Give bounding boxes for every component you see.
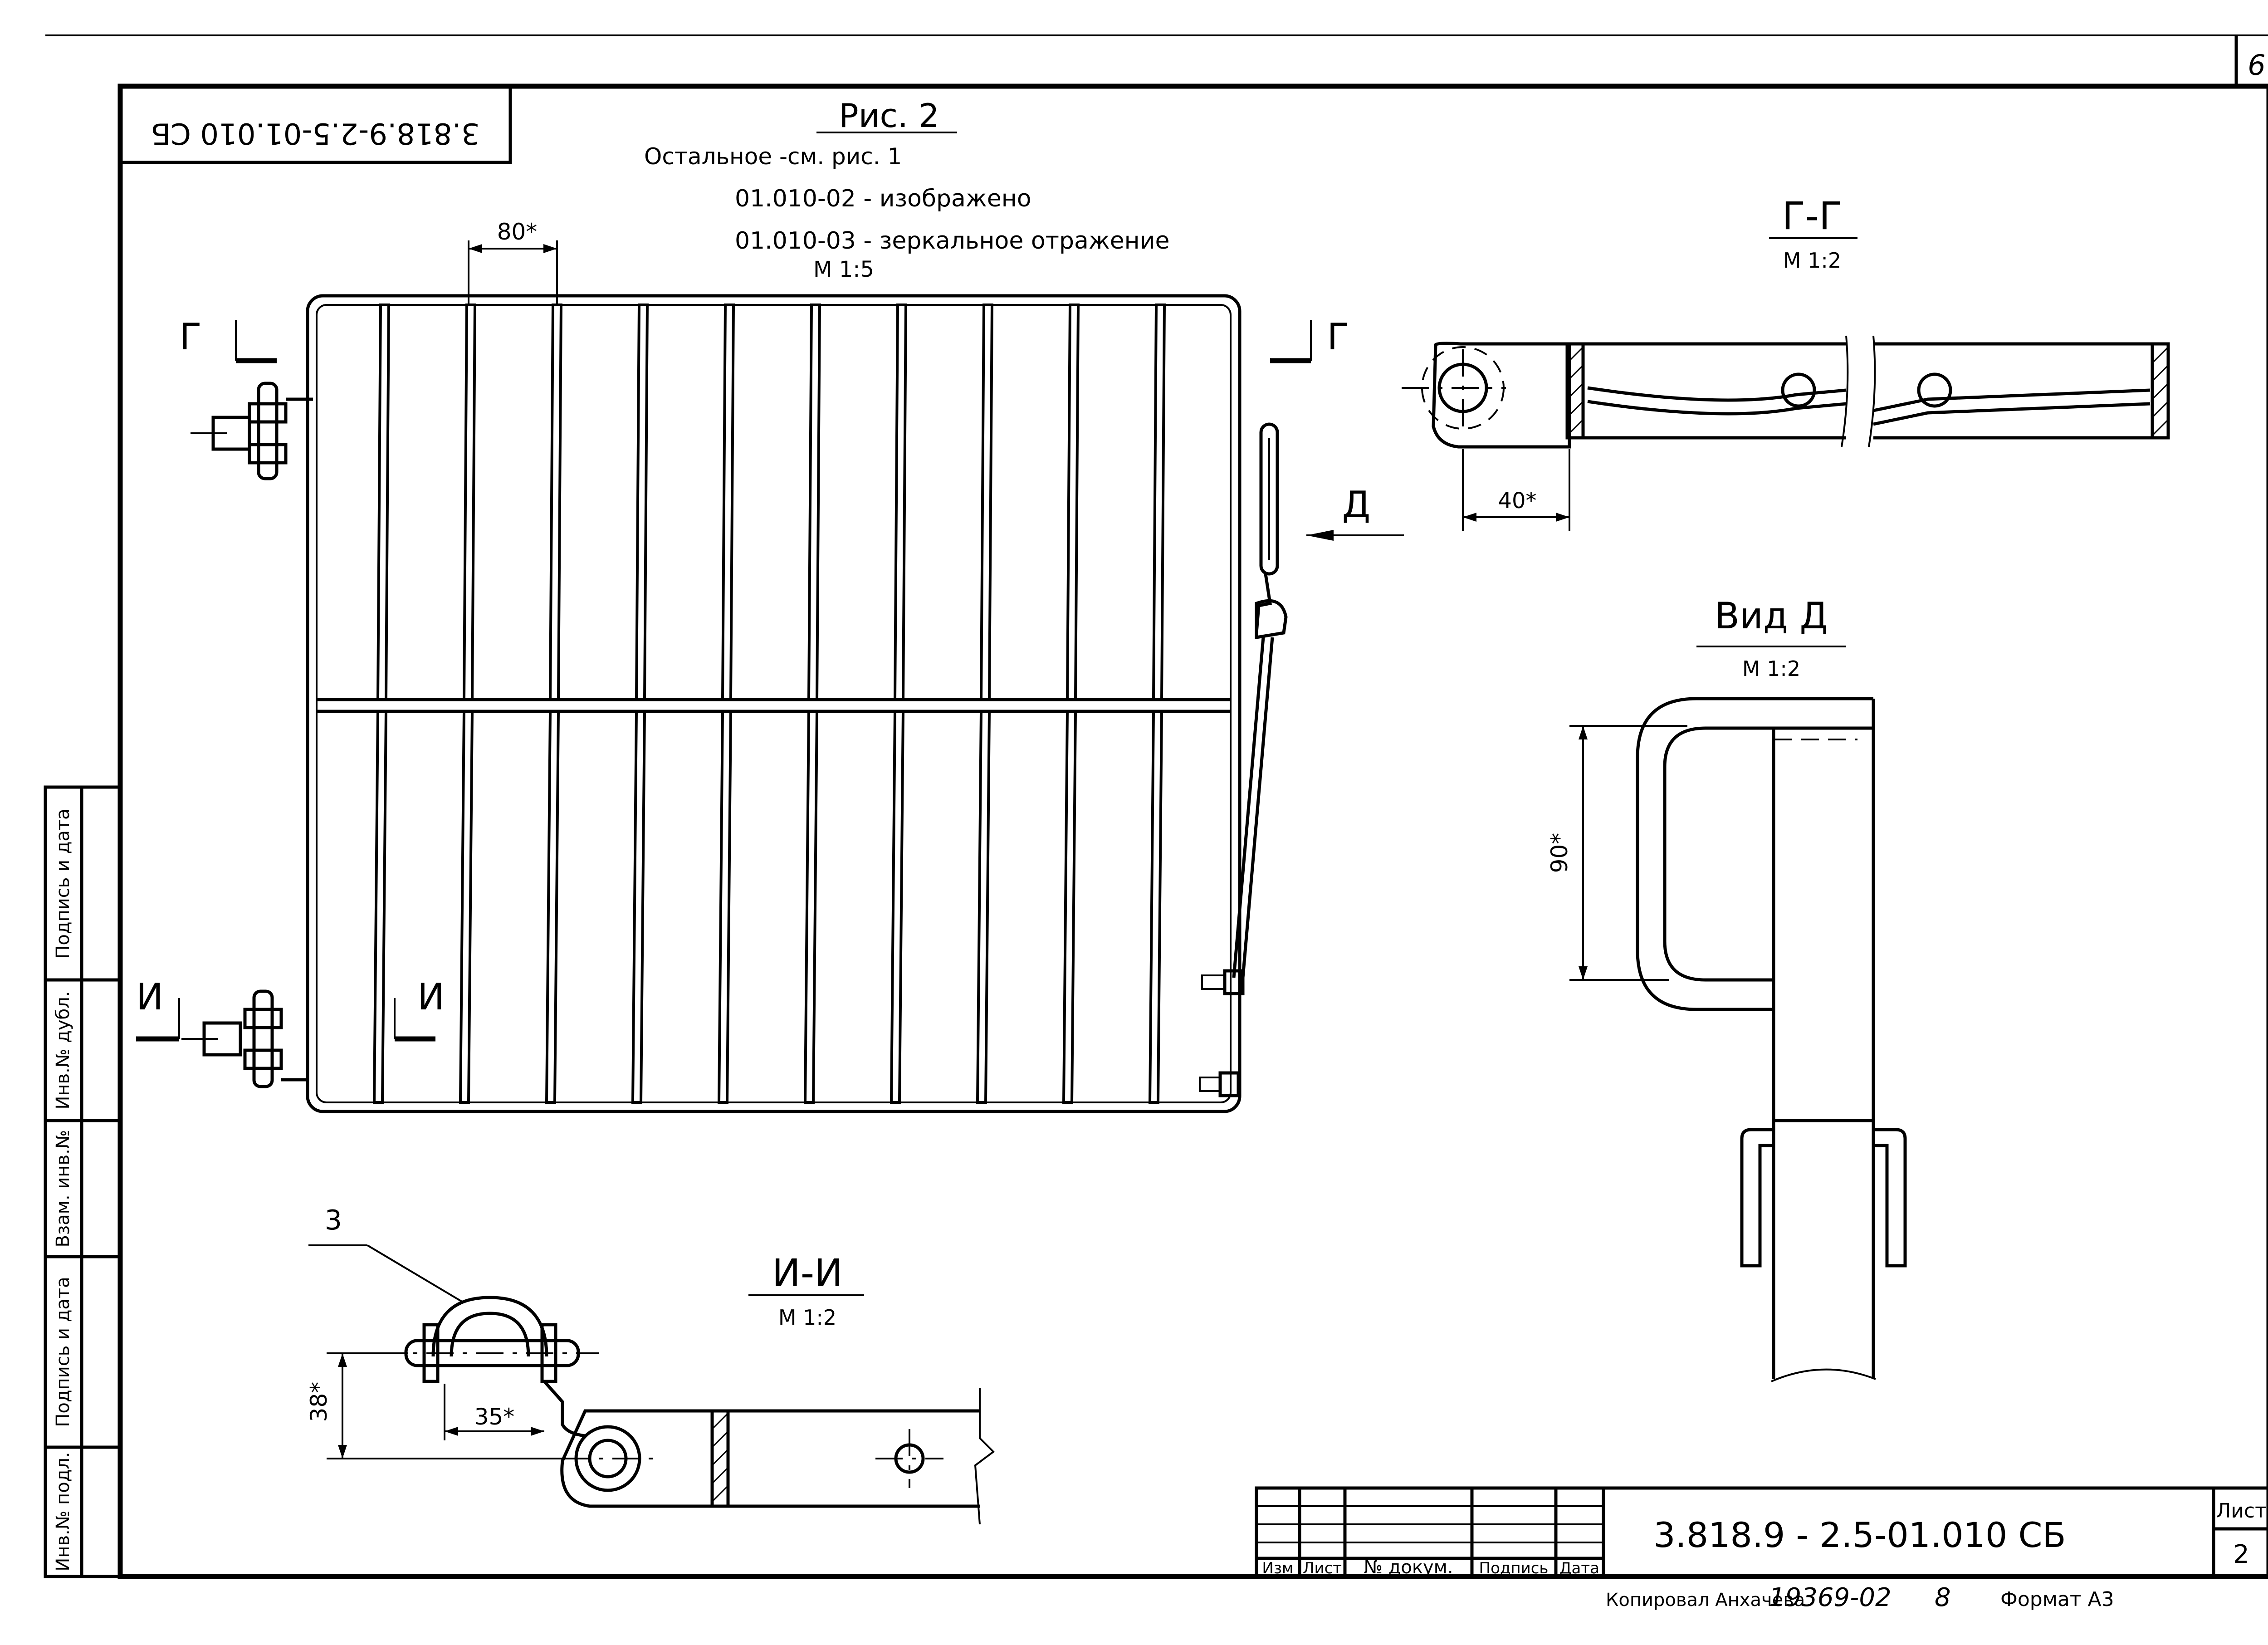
footer-number: 8 (1935, 1583, 1951, 1612)
tb-sheet-number: 2 (2233, 1540, 2249, 1569)
grille-bar-top (1152, 304, 1166, 701)
section-ii: И-И М 1:2 3 3 (306, 1204, 995, 1525)
section-gg-scale: М 1:2 (1783, 248, 1841, 273)
hinge-top (191, 382, 313, 480)
note-variant-03: 01.010-03 - зеркальное отражение (735, 227, 1169, 255)
section-gg-hatch-left (1566, 346, 1584, 436)
view-arrow-d: Д (1306, 484, 1404, 541)
tb-col-podpis: Подпись (1479, 1559, 1549, 1577)
section-gg-title: Г-Г (1782, 194, 1843, 238)
footer: Копировал Анхачева 19369-02 8 Формат А3 (1606, 1583, 2114, 1612)
view-d-title: Вид Д (1715, 595, 1828, 637)
title-block: Изм Лист № докум. Подпись Дата 3.818.9 -… (1255, 1486, 2268, 1578)
view-d-scale: М 1:2 (1742, 656, 1800, 681)
footer-format: Формат А3 (2000, 1588, 2114, 1611)
grille-bar-top (635, 304, 649, 701)
tb-col-data: Дата (1559, 1559, 1599, 1577)
footer-code: 19369-02 (1769, 1583, 1892, 1612)
grille-bar-bottom (976, 710, 991, 1104)
grille-bar-top (462, 304, 477, 701)
footer-copied-by: Копировал Анхачева (1606, 1590, 1805, 1611)
figure-notes: Рис. 2 Остальное -см. рис. 1 01.010-02 -… (644, 97, 1169, 282)
figure-title: Рис. 2 (839, 97, 939, 135)
tb-col-izm: Изм (1262, 1559, 1293, 1577)
grille-bar-bottom (890, 710, 905, 1104)
side-stamp-col-4: Инв.№ дубл. (53, 991, 73, 1110)
grille-bar-bottom (631, 710, 646, 1104)
section-ii-dim-35: 35* (474, 1404, 515, 1430)
view-arrow-d-label: Д (1342, 484, 1371, 526)
cut-g-left-label: Г (180, 316, 202, 358)
section-gg: Г-Г М 1:2 (1402, 194, 2170, 531)
view-d-dim-90: 90* (1546, 833, 1573, 873)
grille-bar-top (1066, 304, 1080, 701)
grille-bars (372, 304, 1166, 1104)
section-ii-hatch (711, 1412, 729, 1503)
section-gg-hatch-right (2151, 346, 2169, 436)
section-ii-leader-3: 3 (325, 1204, 342, 1236)
latch-rod (1199, 422, 1288, 1097)
grille-bar-bottom (1062, 710, 1077, 1104)
note-rest: Остальное -см. рис. 1 (644, 143, 902, 170)
side-stamp-col-5: Подпись и дата (53, 808, 73, 959)
grille-bar-bottom (459, 710, 474, 1104)
hinge-bottom (181, 989, 308, 1088)
section-ii-dim-38: 38* (306, 1382, 332, 1422)
side-stamp-col-3: Взам. инв.№ (53, 1130, 73, 1248)
figure-scale: М 1:5 (813, 257, 874, 282)
grille-bar-top (376, 304, 391, 701)
grille-bar-bottom (803, 710, 819, 1104)
grille-bar-top (979, 304, 994, 701)
corner-stamp: 3.818.9-2.5-01.010 СБ (118, 84, 512, 164)
tb-col-ndokum: № докум. (1364, 1557, 1453, 1578)
cut-i-right-label: И (417, 976, 445, 1018)
side-stamp-col-2: Подпись и дата (53, 1277, 73, 1427)
view-d: Вид Д М 1:2 90* (1546, 595, 1907, 1382)
sheet-corner-number: 6 (2248, 49, 2265, 82)
cut-i-left-label: И (136, 976, 163, 1018)
grille-bar-top (807, 304, 821, 701)
section-ii-title: И-И (772, 1251, 843, 1295)
grille-bar-top (721, 304, 735, 701)
grille-bar-bottom (372, 710, 388, 1104)
corner-stamp-text: 3.818.9-2.5-01.010 СБ (151, 116, 479, 150)
section-gg-dim-40: 40* (1498, 488, 1536, 514)
grille-bar-bottom (545, 710, 560, 1104)
cut-marker-i: И И (136, 976, 445, 1042)
sheet-frame (45, 34, 2268, 1579)
grille-main-view (306, 294, 1242, 1113)
cut-marker-g: Г Г (180, 316, 1349, 363)
cut-g-right-label: Г (1327, 316, 1349, 358)
section-ii-scale: М 1:2 (778, 1305, 836, 1330)
note-variant-02: 01.010-02 - изображено (735, 185, 1031, 212)
grille-bar-bottom (717, 710, 733, 1104)
tb-designation: 3.818.9 - 2.5-01.010 СБ (1653, 1515, 2066, 1555)
tb-sheet-label: Лист (2216, 1499, 2267, 1523)
dim-bar-spacing: 80* (468, 219, 558, 304)
grille-bar-bottom (1148, 710, 1163, 1104)
side-stamp-col-1: Инв.№ подл. (53, 1452, 73, 1571)
side-stamp: Инв.№ подл. Подпись и дата Взам. инв.№ И… (44, 785, 122, 1578)
grille-bar-top (893, 304, 908, 701)
tb-col-list: Лист (1303, 1559, 1342, 1577)
grille-bar-top (548, 304, 563, 701)
dim-bar-spacing-label: 80* (497, 219, 538, 245)
